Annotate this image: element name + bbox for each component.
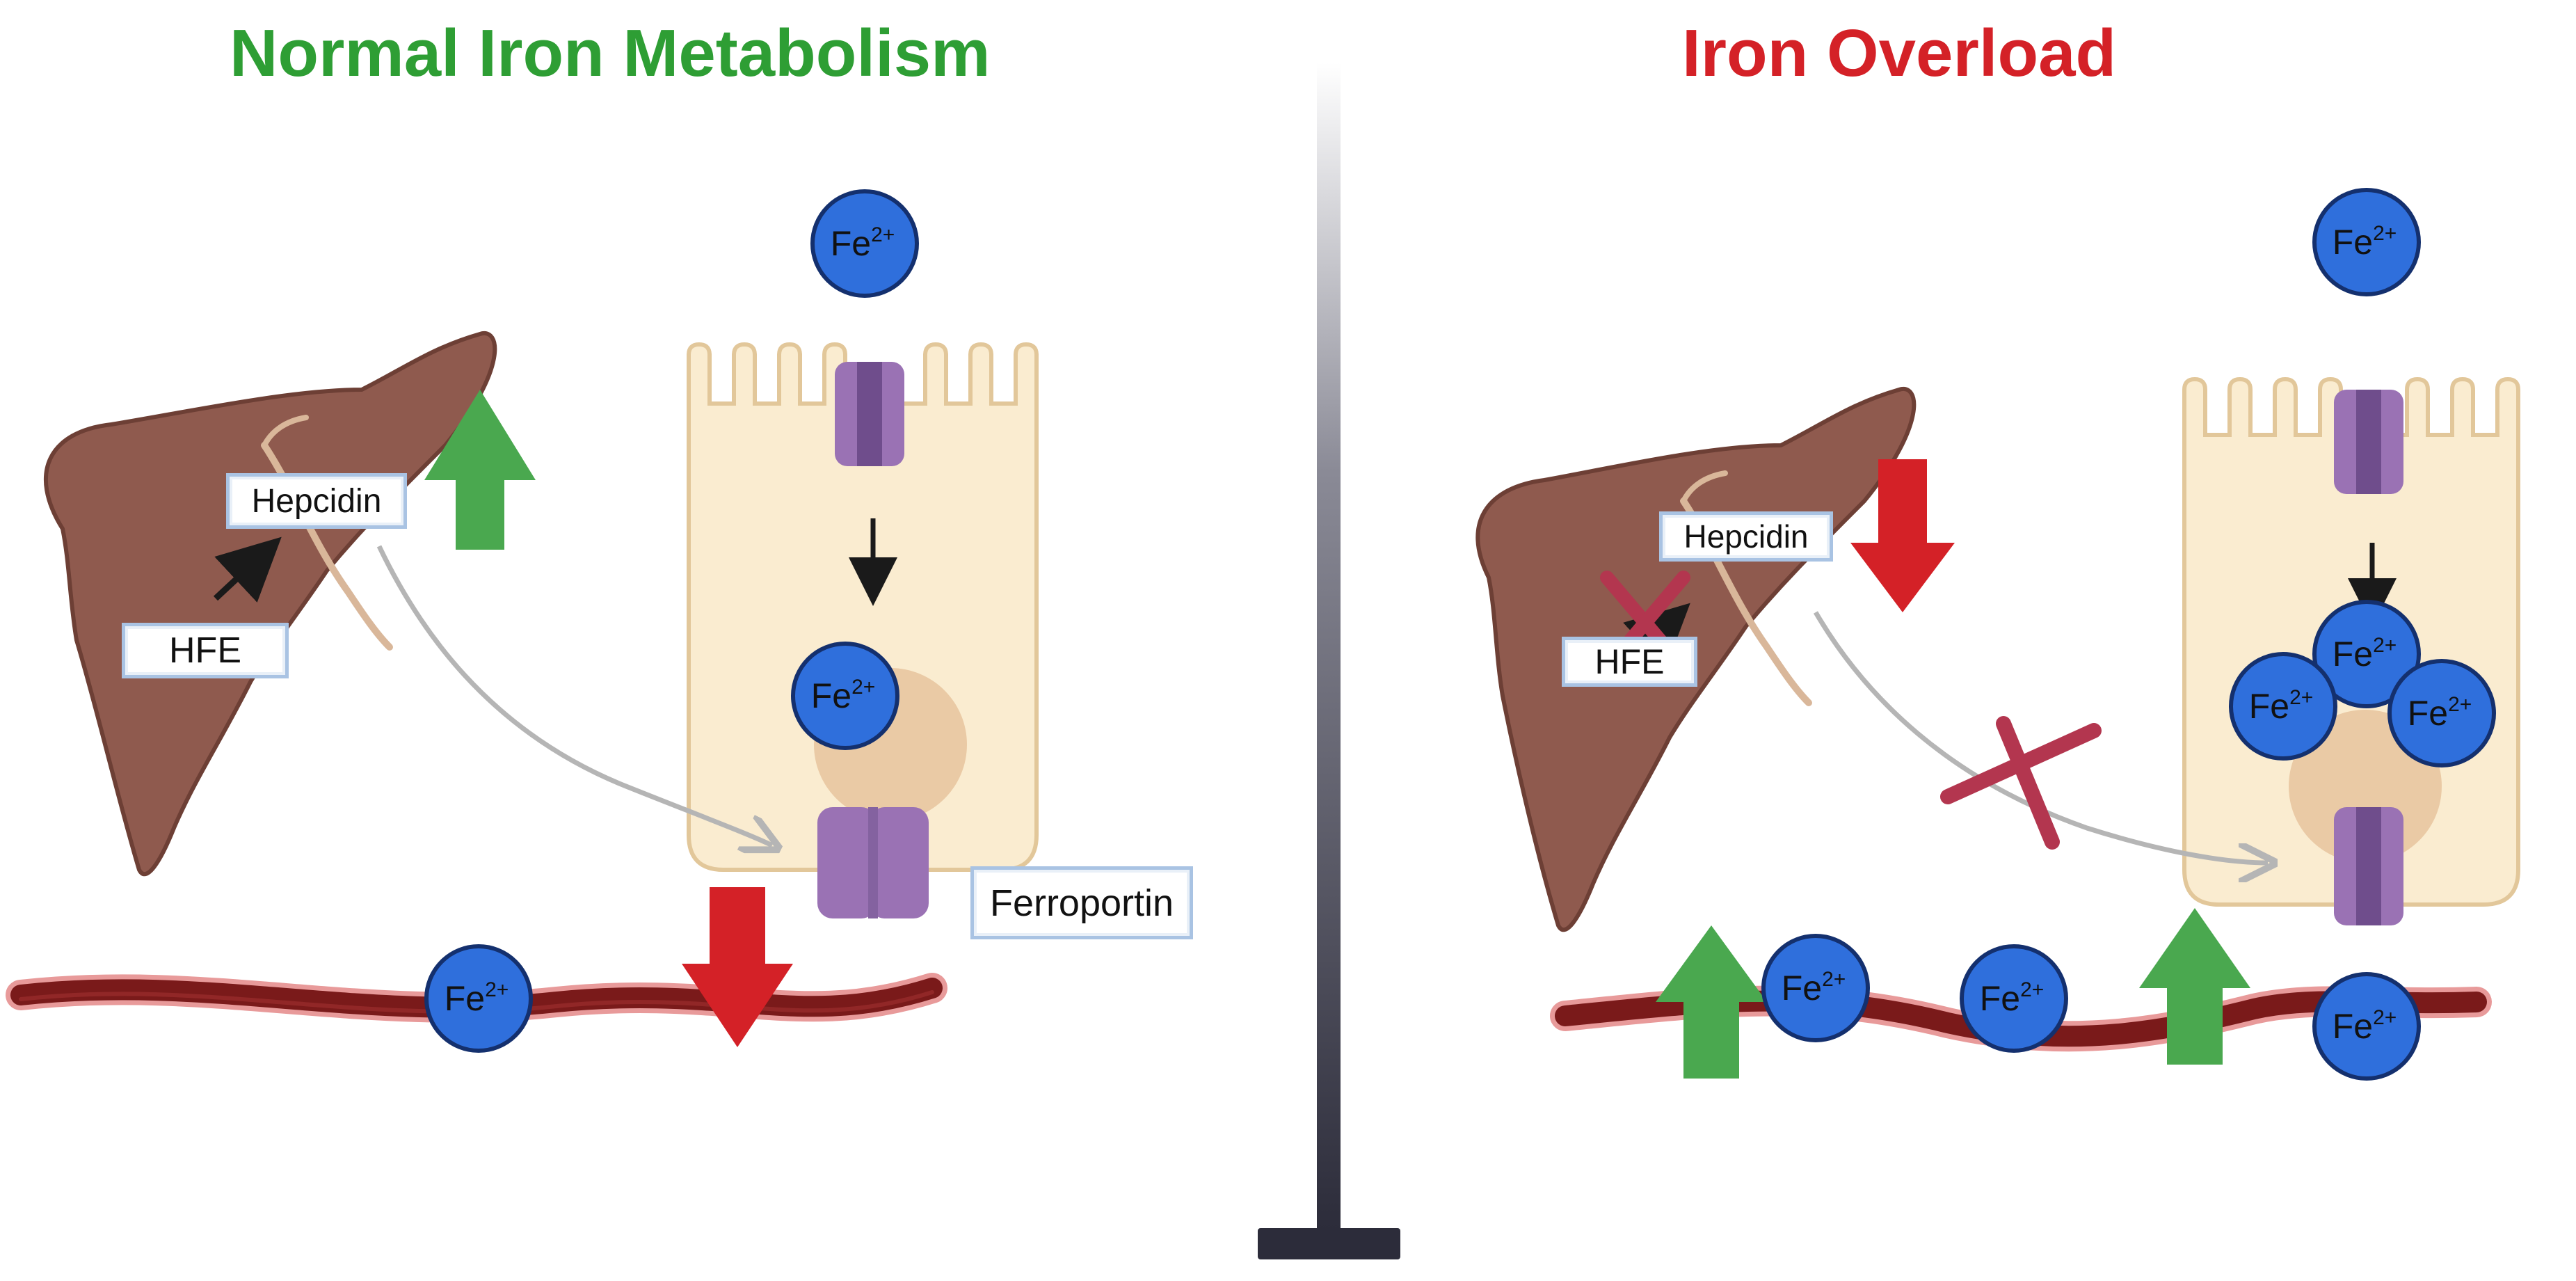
svg-text:Fe2+: Fe2+: [445, 978, 509, 1018]
divider: [1258, 63, 1400, 1259]
iron-release-decrease-arrow: [682, 887, 793, 1047]
hfe-to-hepcidin-arrow-left: [213, 536, 282, 603]
blocked-signal-x-icon: [1940, 716, 2102, 850]
svg-text:Fe2+: Fe2+: [2333, 634, 2397, 674]
iron-ion-cell-left: Fe2+: [791, 642, 899, 750]
svg-text:Fe2+: Fe2+: [1980, 978, 2045, 1018]
normal-panel-title: Normal Iron Metabolism: [230, 16, 991, 90]
iron-ion-lumen-left: Fe2+: [810, 189, 919, 298]
iron-ion-layer: Fe2+ Fe2+ Fe2+ Fe2+ Fe2+ Fe2+ Fe2+ Fe2+ Fe2+ Fe2+: [424, 188, 2496, 1081]
iron-ion-cell-right-right: Fe2+: [2387, 659, 2496, 767]
enterocyte-left: [687, 342, 1039, 872]
dmt1-channel-right: [2334, 390, 2403, 494]
hepcidin-signal-curve-left: [376, 545, 772, 845]
liver-left: [43, 331, 497, 877]
ferroportin-channel-right: [2334, 807, 2403, 925]
iron-ion-blood-right-2: Fe2+: [1960, 944, 2068, 1053]
hfe-label-right: HFE: [1562, 637, 1697, 687]
hepcidin-label-left: Hepcidin: [226, 473, 407, 529]
iron-release-increase-arrow-1: [1656, 925, 1767, 1079]
svg-text:Fe2+: Fe2+: [2408, 693, 2472, 733]
iron-ion-cell-right-top: Fe2+: [2312, 600, 2421, 708]
iron-ion-cell-right-left: Fe2+: [2229, 652, 2337, 761]
hepcidin-increase-arrow: [424, 390, 536, 550]
iron-release-increase-arrow-2: [2139, 908, 2250, 1065]
svg-text:Fe2+: Fe2+: [2333, 222, 2397, 262]
hepcidin-label-right: Hepcidin: [1659, 511, 1833, 562]
overload-panel-title: Iron Overload: [1682, 16, 2117, 90]
iron-ion-blood-right-3: Fe2+: [2312, 972, 2421, 1081]
svg-text:Fe2+: Fe2+: [811, 676, 876, 715]
ferroportin-label: Ferroportin: [970, 866, 1193, 939]
iron-ion-blood-right-1: Fe2+: [1761, 934, 1870, 1042]
svg-text:Fe2+: Fe2+: [831, 223, 895, 263]
iron-ion-blood-left: Fe2+: [424, 944, 533, 1053]
hepcidin-signal-curve-right: [1813, 611, 2268, 863]
ferroportin-channel-left: [817, 807, 929, 918]
hepcidin-decrease-arrow: [1850, 459, 1955, 612]
iron-ion-lumen-right: Fe2+: [2312, 188, 2421, 296]
svg-text:Fe2+: Fe2+: [2333, 1006, 2397, 1046]
hfe-label-left: HFE: [122, 623, 289, 678]
dmt1-channel-left: [835, 362, 904, 466]
svg-text:Fe2+: Fe2+: [2249, 686, 2314, 726]
svg-text:Fe2+: Fe2+: [1782, 968, 1846, 1008]
